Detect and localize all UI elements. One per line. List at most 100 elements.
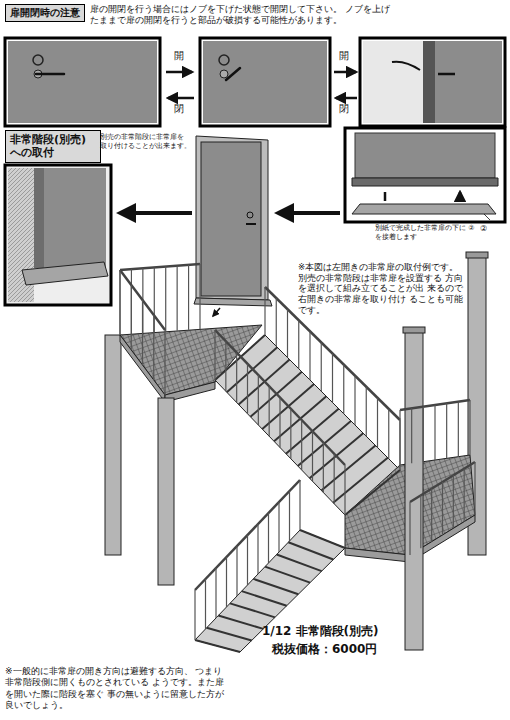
- heading-box: 扉開閉時の注意: [5, 4, 85, 22]
- baluster: [214, 330, 215, 380]
- baluster: [164, 330, 165, 395]
- door-lever-panel: [200, 38, 330, 126]
- stair-tread: [321, 445, 375, 490]
- baluster: [321, 342, 322, 391]
- pointer-arrows: [278, 211, 340, 215]
- baluster: [354, 376, 355, 425]
- door-lever-panel: [200, 38, 330, 126]
- door-open-panel: [360, 38, 505, 126]
- baluster: [225, 341, 226, 391]
- open-label: 開: [174, 50, 188, 63]
- door-lever-panel: [220, 70, 228, 78]
- stair-tread: [345, 470, 400, 515]
- emergency-door: [196, 136, 268, 300]
- stair-tread: [207, 628, 252, 641]
- baluster: [434, 405, 435, 460]
- door-open-panel: [360, 38, 505, 126]
- emergency-door: [194, 298, 272, 306]
- staircase: [345, 548, 410, 562]
- baluster: [343, 365, 344, 414]
- baluster: [226, 557, 227, 607]
- emergency-door: [194, 136, 272, 316]
- baluster: [236, 353, 237, 403]
- door-closed-panel: [8, 41, 157, 123]
- baluster: [247, 364, 248, 414]
- stair-tread: [265, 567, 310, 583]
- baluster: [199, 264, 200, 329]
- caution-note: 扉の開閉を行う場合にはノブを下げた状態で開閉して下さい。 ノブを上げたままで扉の…: [90, 4, 390, 25]
- open-close-arrows: [336, 97, 357, 100]
- baluster: [287, 309, 288, 357]
- baluster: [236, 546, 237, 596]
- baluster: [131, 285, 132, 350]
- stair-tread: [288, 542, 333, 559]
- baluster: [312, 431, 313, 481]
- baluster: [453, 475, 454, 528]
- baluster: [247, 535, 248, 585]
- baluster: [344, 465, 345, 515]
- stair-tread: [333, 458, 388, 503]
- hand-rail: [215, 330, 345, 465]
- baluster: [388, 409, 389, 459]
- price: 税抜価格：6000円: [272, 642, 412, 657]
- close-label: 閉: [174, 103, 188, 116]
- door-closed-panel: [36, 73, 64, 76]
- plate-attach-inset: [484, 214, 490, 220]
- open-close-arrows: [166, 72, 357, 98]
- baluster: [442, 482, 443, 535]
- emergency-door: [246, 223, 256, 225]
- door-closed-panel: [5, 38, 160, 126]
- door-open-panel: [423, 41, 435, 123]
- mounted-door-inset: [22, 262, 108, 285]
- baluster: [289, 491, 290, 541]
- example-note: ※本図は左開きの非常扉の取付例です。 別売の非常階段は非常扉を設置する 方向を選…: [298, 262, 464, 315]
- stair-tread: [218, 616, 263, 629]
- heading-text: 扉開閉時の注意: [10, 7, 80, 19]
- door-lever-panel: [226, 68, 240, 80]
- baluster: [215, 568, 216, 618]
- baluster: [323, 443, 324, 493]
- plate-attach-inset: [385, 192, 460, 201]
- staircase: [403, 327, 425, 333]
- heading-box: 非常階段(別売) への取付: [5, 130, 101, 163]
- mounted-door-inset: [5, 165, 111, 305]
- mount-note: 別売の非常階段に非常扉を 取り付けることが出来ます。: [100, 133, 192, 151]
- staircase: [466, 252, 488, 258]
- staircase: [105, 335, 121, 555]
- door-closed-panel: [33, 55, 43, 65]
- baluster: [205, 579, 206, 629]
- baluster: [474, 462, 475, 515]
- baluster: [188, 265, 189, 330]
- open-close-arrows: [334, 71, 356, 74]
- baluster: [142, 300, 143, 365]
- door-open-panel: [392, 62, 420, 70]
- open-label: 開: [339, 50, 353, 63]
- staircase: [158, 398, 174, 585]
- stair-tread: [230, 603, 275, 617]
- stair-tread: [300, 530, 345, 548]
- plate-attach-inset: [352, 178, 498, 186]
- baluster: [458, 402, 459, 457]
- baluster: [332, 354, 333, 403]
- baluster: [153, 315, 154, 380]
- plate-attach-inset: [345, 128, 505, 222]
- plate-attach-inset: [345, 128, 505, 222]
- baluster: [177, 266, 178, 331]
- baluster: [309, 331, 310, 380]
- attach-note: 別紙で完成した非常扉の下に ②を接着します: [375, 224, 475, 242]
- mounted-door-inset: [44, 168, 106, 268]
- door-open-panel: [438, 73, 455, 76]
- stair-tread: [277, 554, 322, 571]
- baluster: [366, 387, 367, 437]
- emergency-door: [247, 212, 253, 218]
- door-lever-panel: [219, 55, 229, 65]
- hand-rail: [195, 480, 300, 590]
- baluster: [298, 320, 299, 369]
- stair-tread: [242, 591, 287, 606]
- door-closed-panel: [5, 38, 160, 126]
- heading-text: 非常階段(別売) への取付: [10, 133, 96, 159]
- opening-direction-note: ※一般的に非常扉の開き方向は避難する方向、 つまり非常階段側に開くものとされてい…: [5, 666, 225, 711]
- baluster: [264, 287, 265, 335]
